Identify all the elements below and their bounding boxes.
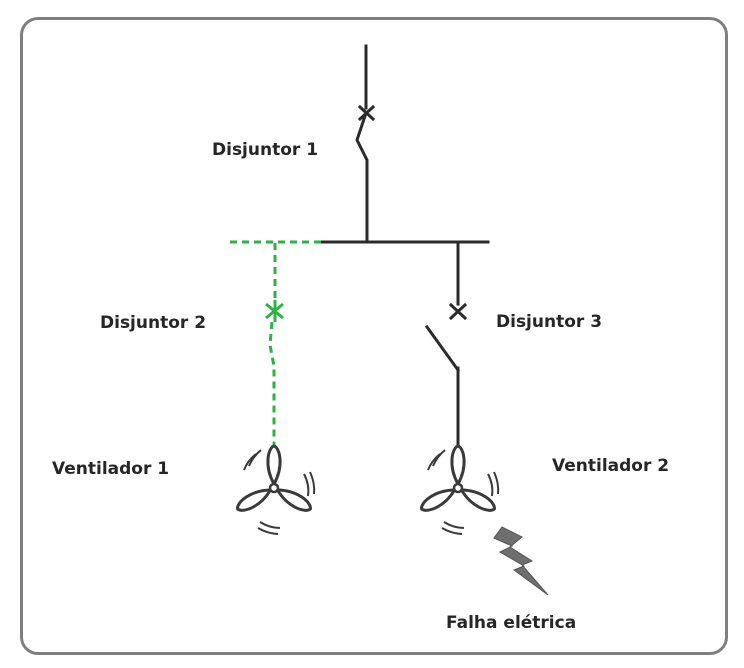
label-breaker-2: Disjuntor 2 [100,313,206,333]
breaker-3-open-contact [424,324,461,373]
breaker-1-contact [355,111,369,244]
label-fault: Falha elétrica [446,613,576,633]
lightning-bolt-icon [493,526,549,596]
label-fan-2: Ventilador 2 [552,456,669,476]
fan-1-icon [236,444,316,535]
branch-2-lower-wire [268,321,276,446]
label-breaker-3: Disjuntor 3 [496,312,602,332]
diagram-frame [20,17,728,655]
label-fan-1: Ventilador 1 [52,459,169,479]
label-breaker-1: Disjuntor 1 [212,140,318,160]
fan-2-icon [420,444,500,535]
breaker-3-symbol [448,302,468,321]
breaker-2-symbol [265,300,284,322]
